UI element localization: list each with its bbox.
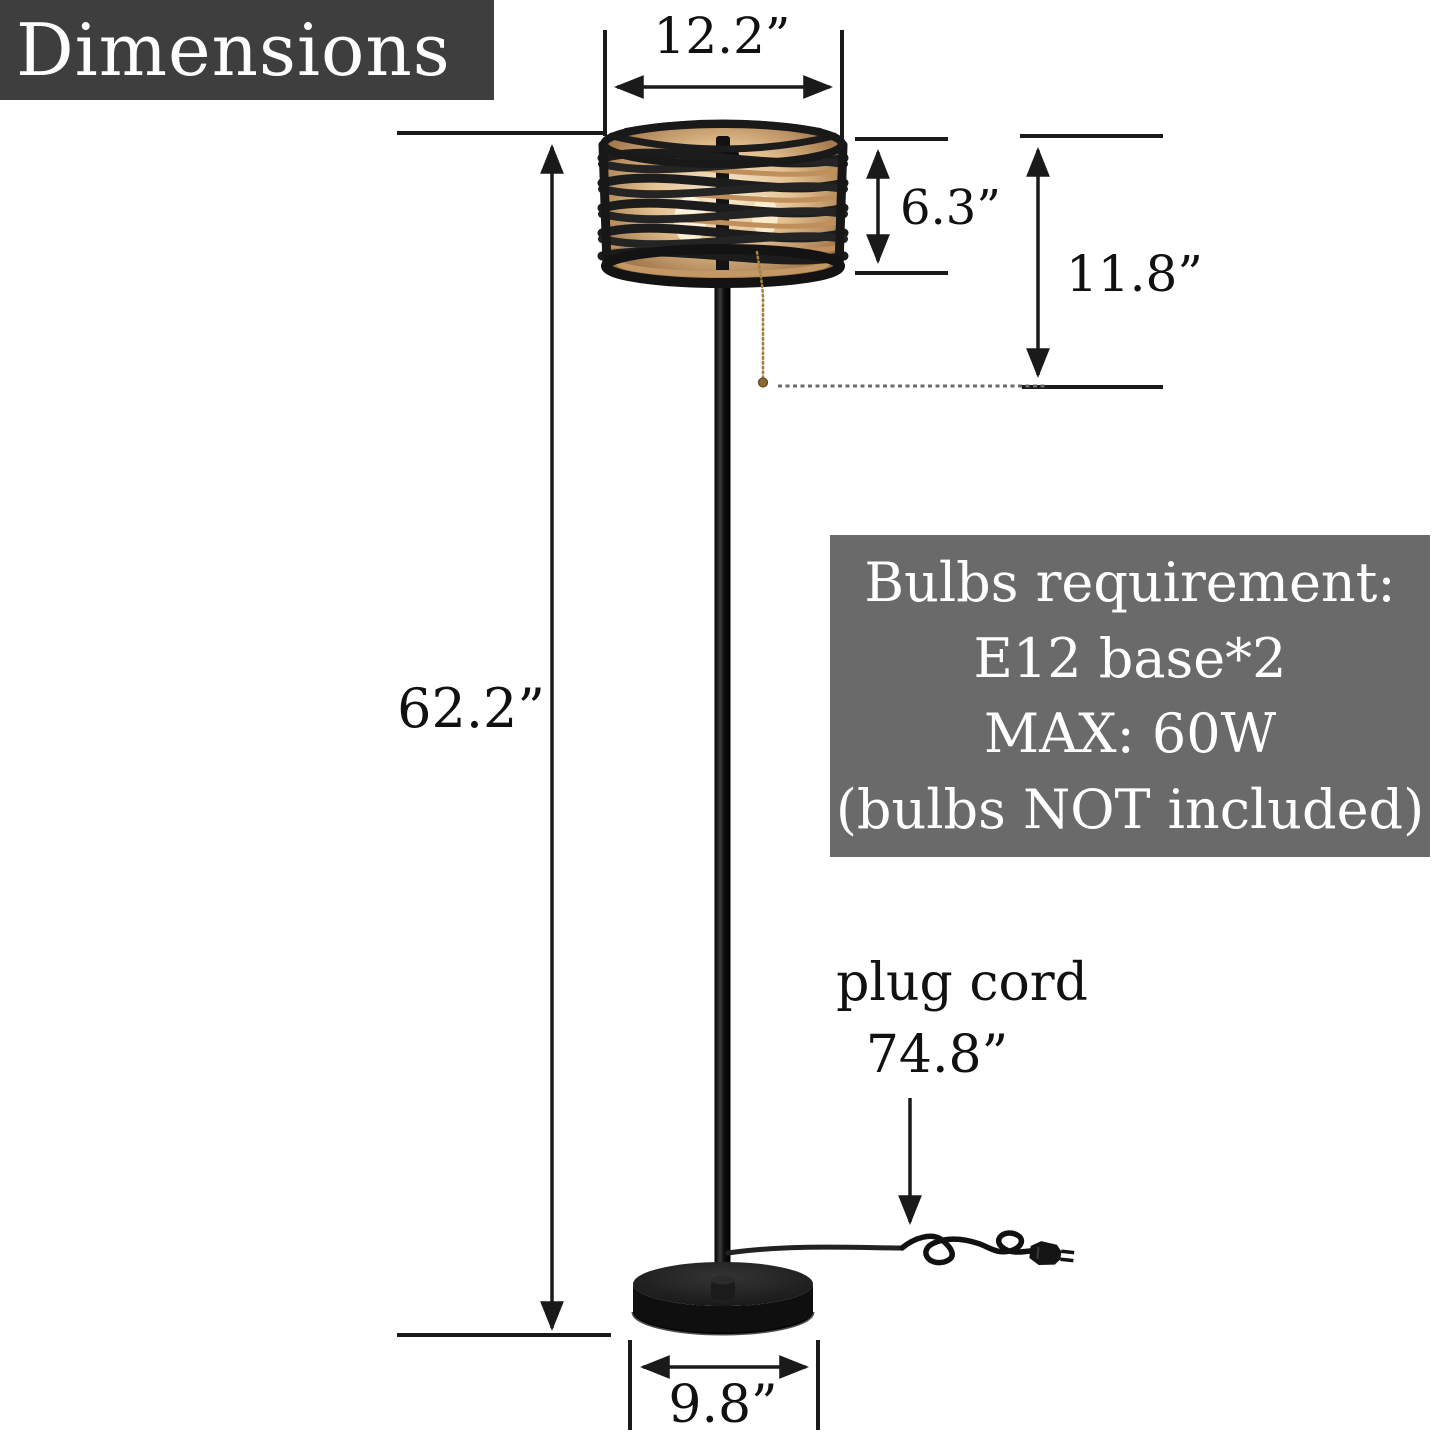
label-shade-height: 6.3” bbox=[900, 180, 1001, 236]
dimension-arrows bbox=[540, 75, 1050, 1379]
power-cord bbox=[725, 1230, 1033, 1266]
pull-chain-ball bbox=[757, 377, 769, 388]
bulbs-requirement-line4: (bulbs NOT included) bbox=[835, 777, 1425, 841]
floor-lamp-illustration bbox=[597, 119, 1075, 1336]
label-shade-with-chain-height: 11.8” bbox=[1066, 245, 1203, 303]
bulbs-requirement-line1: Bulbs requirement: bbox=[864, 551, 1396, 615]
lamp-base bbox=[631, 1262, 815, 1336]
label-plug-cord: plug cord bbox=[836, 953, 1088, 1013]
label-base-width: 9.8” bbox=[668, 1375, 778, 1432]
bulbs-requirement-line2: E12 base*2 bbox=[973, 626, 1287, 690]
bulbs-requirement-line3: MAX: 60W bbox=[983, 702, 1277, 766]
page-title: Dimensions bbox=[0, 0, 494, 100]
label-plug-cord-length: 74.8” bbox=[865, 1025, 1009, 1085]
bulbs-requirement-box: Bulbs requirement: E12 base*2 MAX: 60W (… bbox=[830, 535, 1430, 857]
lamp-shade bbox=[597, 119, 849, 288]
dimension-lines bbox=[397, 30, 1163, 1430]
label-total-height: 62.2” bbox=[397, 677, 545, 740]
power-plug bbox=[1029, 1241, 1075, 1265]
pull-chain bbox=[755, 250, 765, 379]
extension-lines bbox=[397, 30, 1163, 1430]
label-shade-width: 12.2” bbox=[653, 7, 791, 65]
lamp-pole bbox=[714, 262, 731, 1292]
